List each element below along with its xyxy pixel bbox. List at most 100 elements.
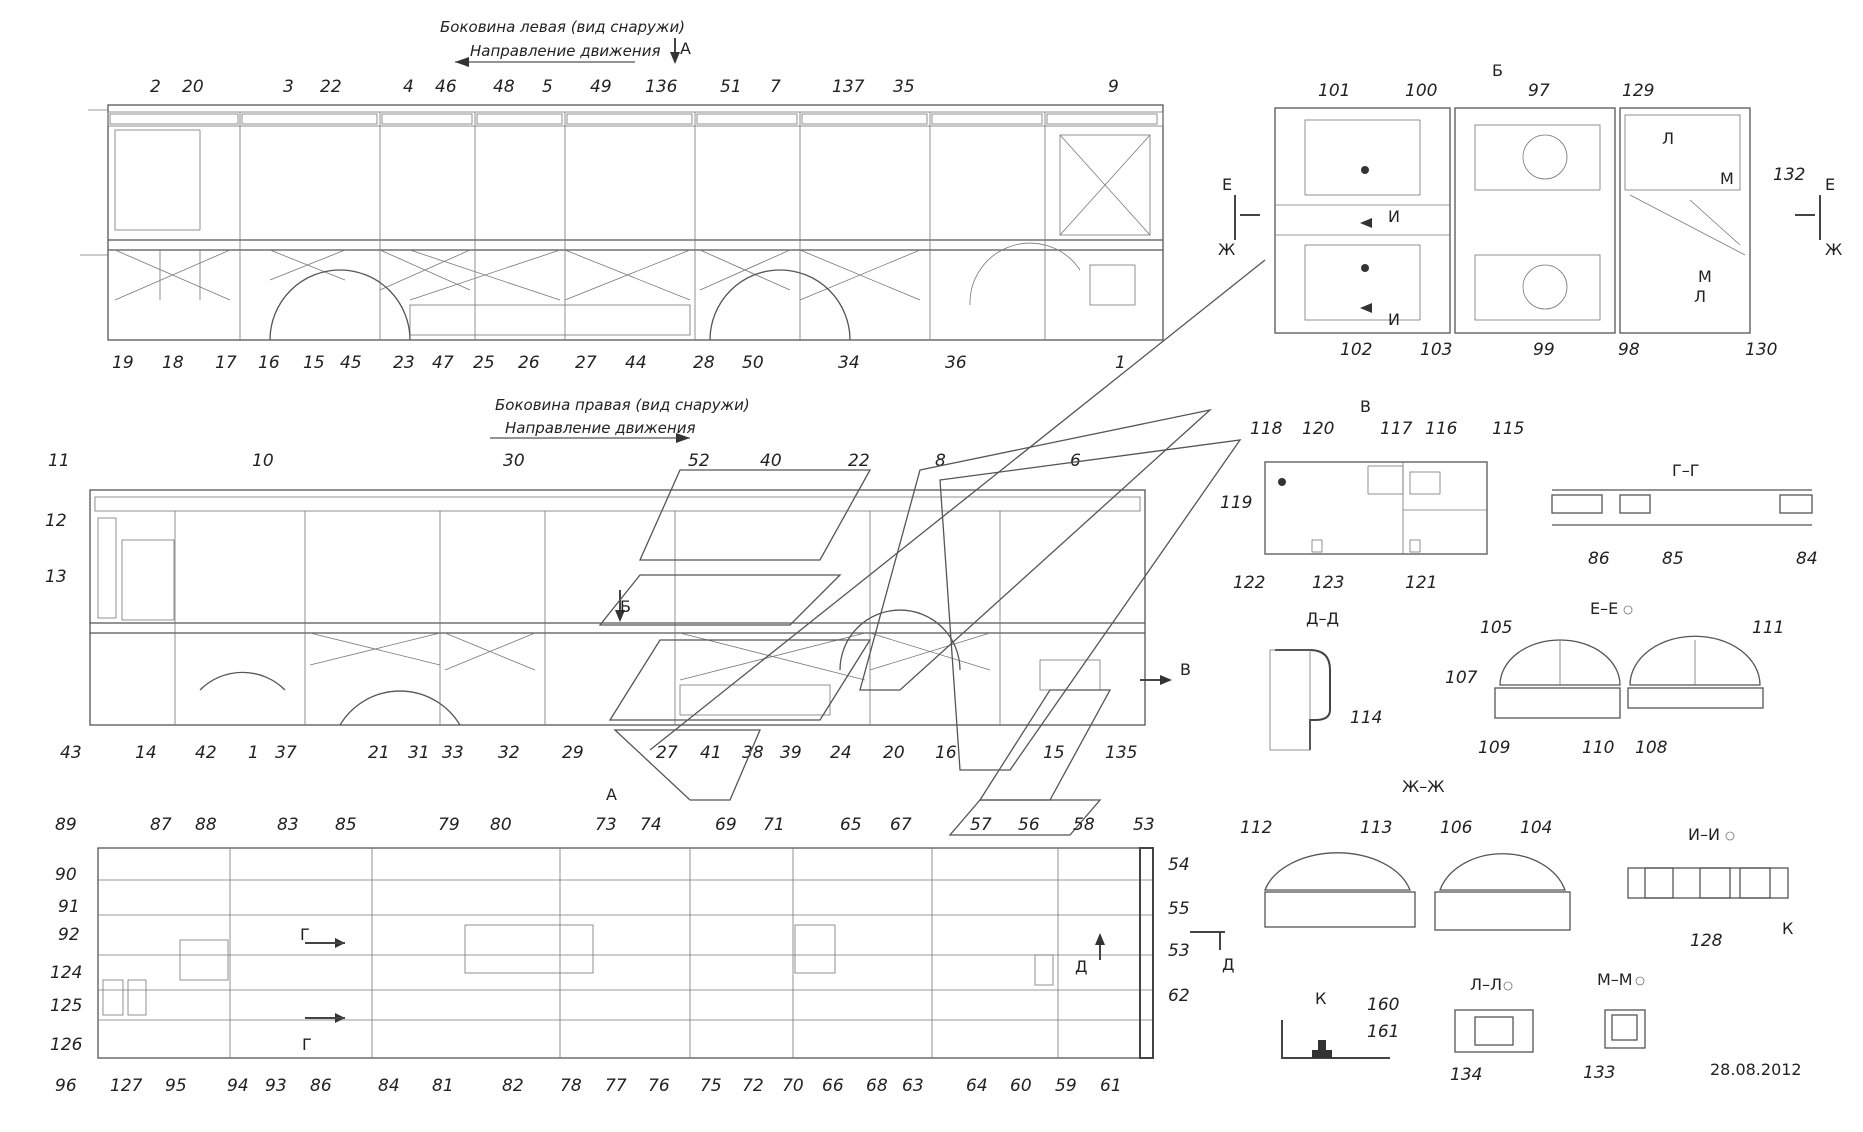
section-e-letter: Е [1825, 175, 1835, 194]
callout-label: 107 [1445, 668, 1478, 688]
callout-label: 77 [605, 1076, 627, 1096]
section-zhzh-base-right [1434, 891, 1571, 931]
view-b-mark [1361, 264, 1369, 272]
view-v: В [1264, 397, 1488, 555]
callout-label: 10 [252, 451, 274, 471]
callout-label: 1 [1115, 353, 1126, 373]
callout-label: 66 [822, 1076, 844, 1096]
callout-label: 103 [1420, 340, 1452, 360]
callout-label: 115 [1492, 419, 1524, 439]
callout-label: 129 [1622, 81, 1654, 101]
right-front-wheel-arch [839, 609, 961, 671]
callout-label: 106 [1440, 818, 1473, 838]
section-dd-title: Д–Д [1306, 609, 1339, 628]
callout-label: 72 [742, 1076, 764, 1096]
section-k-letter: К [1782, 919, 1794, 938]
view-b: Б Е Ж Е Ж И И Л Л М М [1218, 61, 1842, 334]
callout-label: 114 [1350, 708, 1382, 728]
callout-label: 127 [110, 1076, 143, 1096]
section-zhzh-arch-left [1264, 852, 1411, 891]
view-v-labels: 118 120 117 116 115 119 122 123 121 [1220, 419, 1524, 593]
view-a-arrow-letter: А [680, 39, 691, 58]
callout-label: 8 [935, 451, 946, 471]
section-ii: И–И 128 К [1627, 825, 1794, 951]
callout-label: 45 [340, 353, 362, 373]
callout-label: 101 [1318, 81, 1350, 101]
callout-label: 24 [830, 743, 852, 763]
section-m-letter: М [1720, 169, 1734, 188]
callout-label: 125 [50, 996, 82, 1016]
callout-label: 61 [1100, 1076, 1122, 1096]
callout-label: 15 [303, 353, 325, 373]
callout-label: 48 [493, 77, 515, 97]
callout-label: 113 [1360, 818, 1392, 838]
callout-label: 70 [782, 1076, 804, 1096]
callout-label: 32 [498, 743, 520, 763]
callout-label: 124 [50, 963, 82, 983]
callout-label: 90 [55, 865, 77, 885]
callout-label: 41 [700, 743, 722, 763]
callout-label: 100 [1405, 81, 1437, 101]
callout-label: 137 [832, 77, 865, 97]
view-b-panel-left [1274, 107, 1451, 334]
callout-label: 51 [720, 77, 742, 97]
callout-label: 11 [48, 451, 70, 471]
section-k-bolt-icon [1312, 1050, 1332, 1058]
section-k-title: К [1315, 989, 1327, 1008]
callout-label: 2 [150, 77, 161, 97]
left-lower-truss [114, 249, 921, 336]
view-v-title: В [1360, 397, 1371, 416]
callout-label: 84 [1796, 549, 1818, 569]
view-b-structure [1275, 114, 1746, 321]
callout-label: 22 [320, 77, 342, 97]
view-a-bottom-labels: 96 127 95 94 93 86 84 81 82 78 77 76 75 … [55, 1076, 1122, 1096]
callout-label: 29 [562, 743, 584, 763]
callout-label: 56 [1018, 815, 1040, 835]
section-gg-block [1619, 494, 1651, 514]
callout-label: 31 [408, 743, 430, 763]
callout-label: 111 [1752, 618, 1784, 638]
callout-label: 64 [966, 1076, 988, 1096]
callout-label: 82 [502, 1076, 524, 1096]
callout-label: 84 [378, 1076, 400, 1096]
callout-label: 134 [1450, 1065, 1482, 1085]
direction-arrow-icon [455, 57, 469, 67]
callout-label: 42 [195, 743, 217, 763]
callout-label: 59 [1055, 1076, 1077, 1096]
section-k-nut-icon [1318, 1040, 1326, 1050]
callout-label: 63 [902, 1076, 924, 1096]
view-v-mark [1278, 478, 1286, 486]
view-v-panel [1264, 461, 1488, 555]
callout-label: 20 [883, 743, 905, 763]
callout-label: 46 [435, 77, 457, 97]
right-side-view: Боковина правая (вид снаружи) Направлени… [89, 396, 1191, 726]
callout-label: 39 [780, 743, 802, 763]
section-d-letter: Д [1222, 955, 1235, 974]
view-v-structure [1311, 462, 1487, 554]
view-v-arrow-letter: В [1180, 660, 1191, 679]
section-mm-title: М–М [1597, 970, 1633, 989]
callout-label: 36 [945, 353, 967, 373]
right-direction-caption: Направление движения [505, 419, 695, 437]
right-bottom-labels: 43 14 42 1 37 21 31 33 32 29 27 41 38 39… [60, 743, 1137, 763]
callout-label: 89 [55, 815, 77, 835]
section-d-letter: Д [1075, 957, 1088, 976]
callout-label: 6 [1070, 451, 1081, 471]
callout-label: 28 [693, 353, 715, 373]
callout-label: 27 [575, 353, 597, 373]
callout-label: 117 [1380, 419, 1413, 439]
view-b-panel-mid [1454, 107, 1616, 334]
callout-label: 16 [935, 743, 957, 763]
callout-label: 71 [763, 815, 785, 835]
callout-label: 81 [432, 1076, 454, 1096]
section-zh-letter: Ж [1218, 240, 1235, 259]
callout-label: 22 [848, 451, 870, 471]
section-l-letter: Л [1662, 129, 1674, 148]
callout-label: 58 [1073, 815, 1095, 835]
callout-label: 1 [248, 743, 259, 763]
callout-label: 108 [1635, 738, 1668, 758]
callout-label: 120 [1302, 419, 1334, 439]
view-b-labels: 101 100 97 129 132 102 103 99 98 130 [1318, 81, 1805, 360]
callout-label: 74 [640, 815, 662, 835]
